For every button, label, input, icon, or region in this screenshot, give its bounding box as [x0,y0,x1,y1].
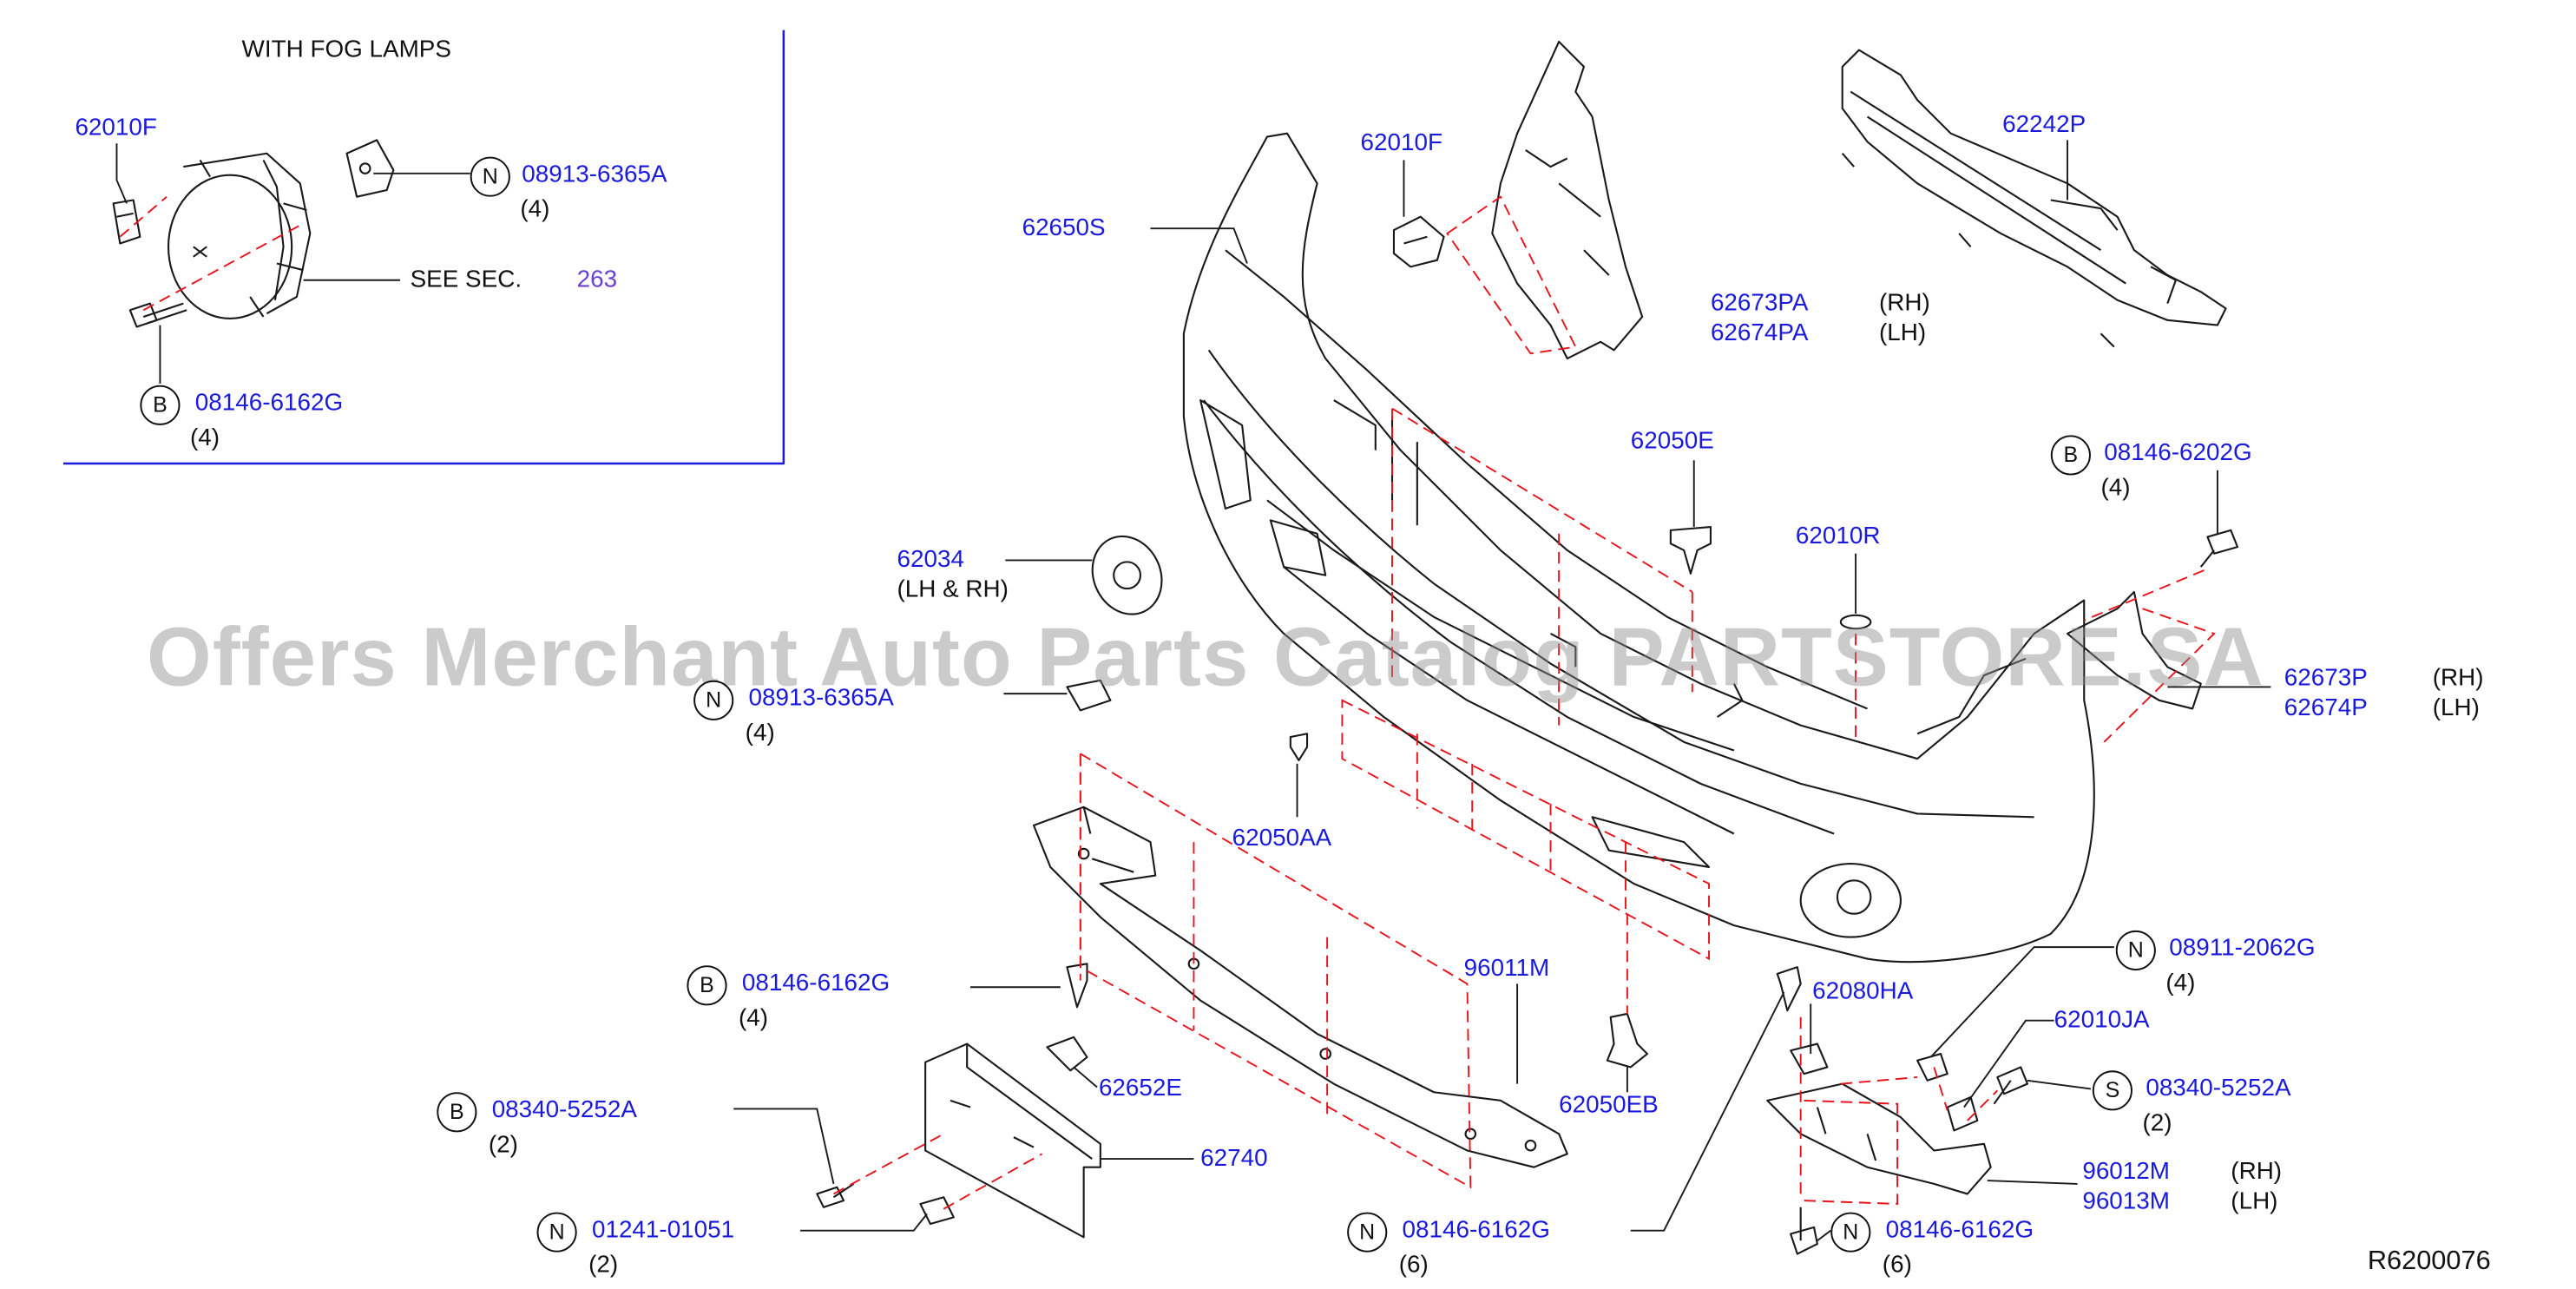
bracket-62673p-icon [2066,590,2202,710]
clip-62010ja-icon [1946,1095,1979,1132]
symbol-n: N [693,680,734,720]
side-lh-rh: (LH & RH) [897,576,1009,604]
watermark: Offers Merchant Auto Parts Catalog PARTS… [147,610,2264,704]
label-62674p[interactable]: 62674P [2284,695,2368,722]
side-rh-3: (RH) [2231,1159,2283,1186]
symbol-n: N [536,1212,577,1253]
symbol-s: S [2092,1070,2132,1111]
label-62050e[interactable]: 62050E [1630,428,1714,456]
bolt-inset-icon [128,302,187,328]
label-62034[interactable]: 62034 [897,547,964,574]
qty-08911-2062g: (4) [2165,970,2196,997]
clip-62050eb-icon [1606,1012,1649,1069]
symbol-b: B [437,1092,477,1133]
section-link-263[interactable]: 263 [576,266,618,294]
nut-08913-icon [1066,679,1112,712]
label-08913-6365a-inset[interactable]: 08913-6365A [522,161,667,189]
diagram-reference: R6200076 [2367,1246,2491,1276]
qty-08146-6162g-bottom: (6) [1398,1252,1429,1279]
label-62674pa[interactable]: 62674PA [1710,319,1809,347]
side-lh-1: (LH) [1878,319,1927,347]
label-62010f[interactable]: 62010F [1360,129,1443,157]
label-08146-6162g-inset[interactable]: 08146-6162G [194,390,344,418]
side-rh-2: (RH) [2432,665,2484,693]
nut-01241-icon [919,1196,955,1226]
label-08340-5252a-right[interactable]: 08340-5252A [2146,1075,2291,1102]
label-08911-2062g[interactable]: 08911-2062G [2169,935,2316,963]
reinforcement-62242p-icon [1841,49,2227,348]
see-section-text: SEE SEC. [410,266,522,294]
screw-08340-right-icon [1993,1066,2028,1105]
label-62010f-inset[interactable]: 62010F [75,115,157,142]
symbol-n: N [1347,1212,1388,1253]
label-62050aa[interactable]: 62050AA [1232,825,1332,852]
label-01241-01051[interactable]: 01241-01051 [591,1217,735,1245]
label-96011m[interactable]: 96011M [1463,955,1550,983]
lower-reinforcement-96011m-icon [1032,806,1568,1168]
clip-62080ha-icon [1790,1042,1829,1075]
nut-clip-inset-icon [345,139,395,198]
qty-08146-6162g-inset: (4) [189,424,220,452]
bracket-62673pa-icon [1491,40,1644,360]
qty-08340-5252a-right: (2) [2142,1110,2172,1138]
symbol-b: B [687,965,727,1006]
cap-62010r-icon [1839,614,1872,630]
qty-01241-01051: (2) [588,1252,619,1279]
label-62010r[interactable]: 62010R [1795,523,1881,550]
label-08146-6162g-mid[interactable]: 08146-6162G [741,970,890,997]
clip-62652e-icon [1046,1036,1088,1072]
side-bracket-96012m-icon [1766,1082,1992,1195]
clip-62010f-inset-icon [112,199,141,245]
symbol-n: N [1830,1212,1871,1253]
qty-08146-6202g: (4) [2100,475,2131,503]
inset-title: WITH FOG LAMPS [241,36,451,63]
license-bracket-62740-icon [924,1042,1101,1239]
symbol-b: B [140,385,181,425]
label-62242p[interactable]: 62242P [2002,111,2086,139]
qty-08913-6365a: (4) [745,720,775,747]
label-62652e[interactable]: 62652E [1098,1075,1182,1102]
side-lh-3: (LH) [2231,1188,2278,1216]
clip-62050e-icon [1669,525,1712,575]
label-96013m[interactable]: 96013M [2082,1188,2171,1216]
clip-62010f-icon [1392,215,1445,268]
label-62673pa[interactable]: 62673PA [1710,290,1809,317]
bumper-fascia-icon [1182,132,2095,963]
seal-62034-icon [1091,535,1163,615]
bolt-08146-6162g-br-icon [1790,1207,1818,1255]
label-62010ja[interactable]: 62010JA [2054,1007,2150,1035]
qty-08340-5252a-left: (2) [488,1132,518,1160]
inset-frame [62,30,785,465]
label-96012m[interactable]: 96012M [2082,1159,2171,1186]
label-62650s[interactable]: 62650S [1022,214,1106,242]
label-08340-5252a-left[interactable]: 08340-5252A [491,1097,637,1124]
fog-lamp-icon [167,152,312,319]
label-08146-6162g-bottom-right[interactable]: 08146-6162G [1885,1217,2034,1245]
label-62050eb[interactable]: 62050EB [1559,1092,1659,1119]
leader-lines [115,140,2271,1241]
label-62740[interactable]: 62740 [1200,1145,1268,1173]
symbol-b: B [2050,435,2091,476]
side-rh-1: (RH) [1878,290,1930,317]
nut-08911-icon [1916,1053,1948,1082]
label-08146-6202g[interactable]: 08146-6202G [2104,440,2252,467]
assembly-lines [119,195,2216,1210]
symbol-n: N [470,156,510,197]
qty-08913-6365a-inset: (4) [520,196,550,224]
label-62673p[interactable]: 62673P [2284,665,2368,693]
side-lh-2: (LH) [2432,695,2480,722]
bolt-62080ha-icon [1776,966,1802,1012]
qty-08146-6162g-bottom-right: (6) [1882,1252,1912,1279]
screw-08340-left-icon [816,1183,855,1208]
label-08913-6365a[interactable]: 08913-6365A [748,685,894,713]
qty-08146-6162g-mid: (4) [739,1005,769,1033]
bolt-08146-6202g-icon [2199,529,2239,568]
bolt-08146-6162g-mid-icon [1066,963,1088,1009]
label-62080ha[interactable]: 62080HA [1812,978,1914,1006]
symbol-n: N [2115,930,2156,971]
label-08146-6162g-bottom[interactable]: 08146-6162G [1402,1217,1550,1245]
clip-62050aa-icon [1289,733,1309,762]
